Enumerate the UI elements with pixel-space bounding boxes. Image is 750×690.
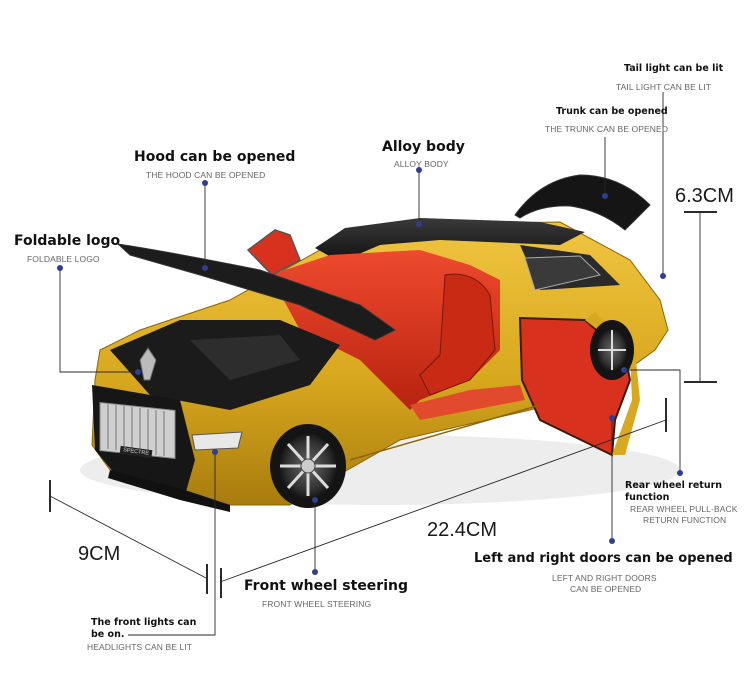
tail-light-title: Tail light can be lit: [624, 63, 724, 74]
tail-light-subtitle: TAIL LIGHT CAN BE LIT: [616, 82, 711, 92]
steering-subtitle: FRONT WHEEL STEERING: [262, 599, 372, 609]
trunk-title: Trunk can be opened: [556, 106, 668, 117]
front-lights-title-1: The front lights can: [91, 617, 197, 628]
headlight: [191, 431, 243, 451]
trunk-subtitle: THE TRUNK CAN BE OPENED: [545, 124, 669, 134]
steering-title: Front wheel steering: [244, 578, 408, 594]
hood-title: Hood can be opened: [134, 149, 296, 165]
rear-side-window: [524, 255, 602, 291]
callout-dots: [57, 167, 683, 575]
front-lights-title-2: be on.: [91, 629, 125, 640]
logo-subtitle: FOLDABLE LOGO: [27, 254, 100, 264]
front-lights-subtitle: HEADLIGHTS CAN BE LIT: [87, 642, 193, 652]
hood-subtitle: THE HOOD CAN BE OPENED: [146, 170, 266, 180]
width-dimension: 9CM: [78, 543, 121, 565]
doors-subtitle-2: CAN BE OPENED: [570, 584, 642, 594]
height-dimension: 6.3CM: [675, 185, 734, 207]
length-dimension: 22.4CM: [427, 519, 498, 541]
front-wheel: [270, 424, 346, 508]
doors-title: Left and right doors can be opened: [474, 551, 733, 566]
engine-detail: [190, 335, 300, 380]
sill: [410, 385, 525, 420]
front-bumper: [108, 470, 230, 512]
car-roof: [315, 218, 585, 262]
front-door-flap: [246, 229, 301, 276]
hood: [116, 243, 396, 341]
rear-wheel-subtitle-1: REAR WHEEL PULL-BACK: [630, 504, 738, 514]
logo-title: Foldable logo: [14, 233, 121, 249]
alloy-body-title: Alloy body: [382, 139, 465, 155]
logo-ornament: [139, 347, 157, 381]
grille-bars: [107, 404, 165, 456]
seat: [419, 273, 496, 396]
rear-wheel-title-1: Rear wheel return: [625, 480, 723, 491]
alloy-body-subtitle: ALLOY BODY: [394, 159, 449, 169]
rear-wheel-title-2: function: [625, 492, 670, 503]
rear-wheel: [590, 320, 634, 380]
rear-wheel-subtitle-2: RETURN FUNCTION: [643, 515, 727, 525]
leader-lines: [49, 92, 717, 636]
rocker-line: [349, 404, 541, 461]
doors-subtitle-1: LEFT AND RIGHT DOORS: [552, 573, 657, 583]
trunk-lid: [514, 174, 651, 231]
